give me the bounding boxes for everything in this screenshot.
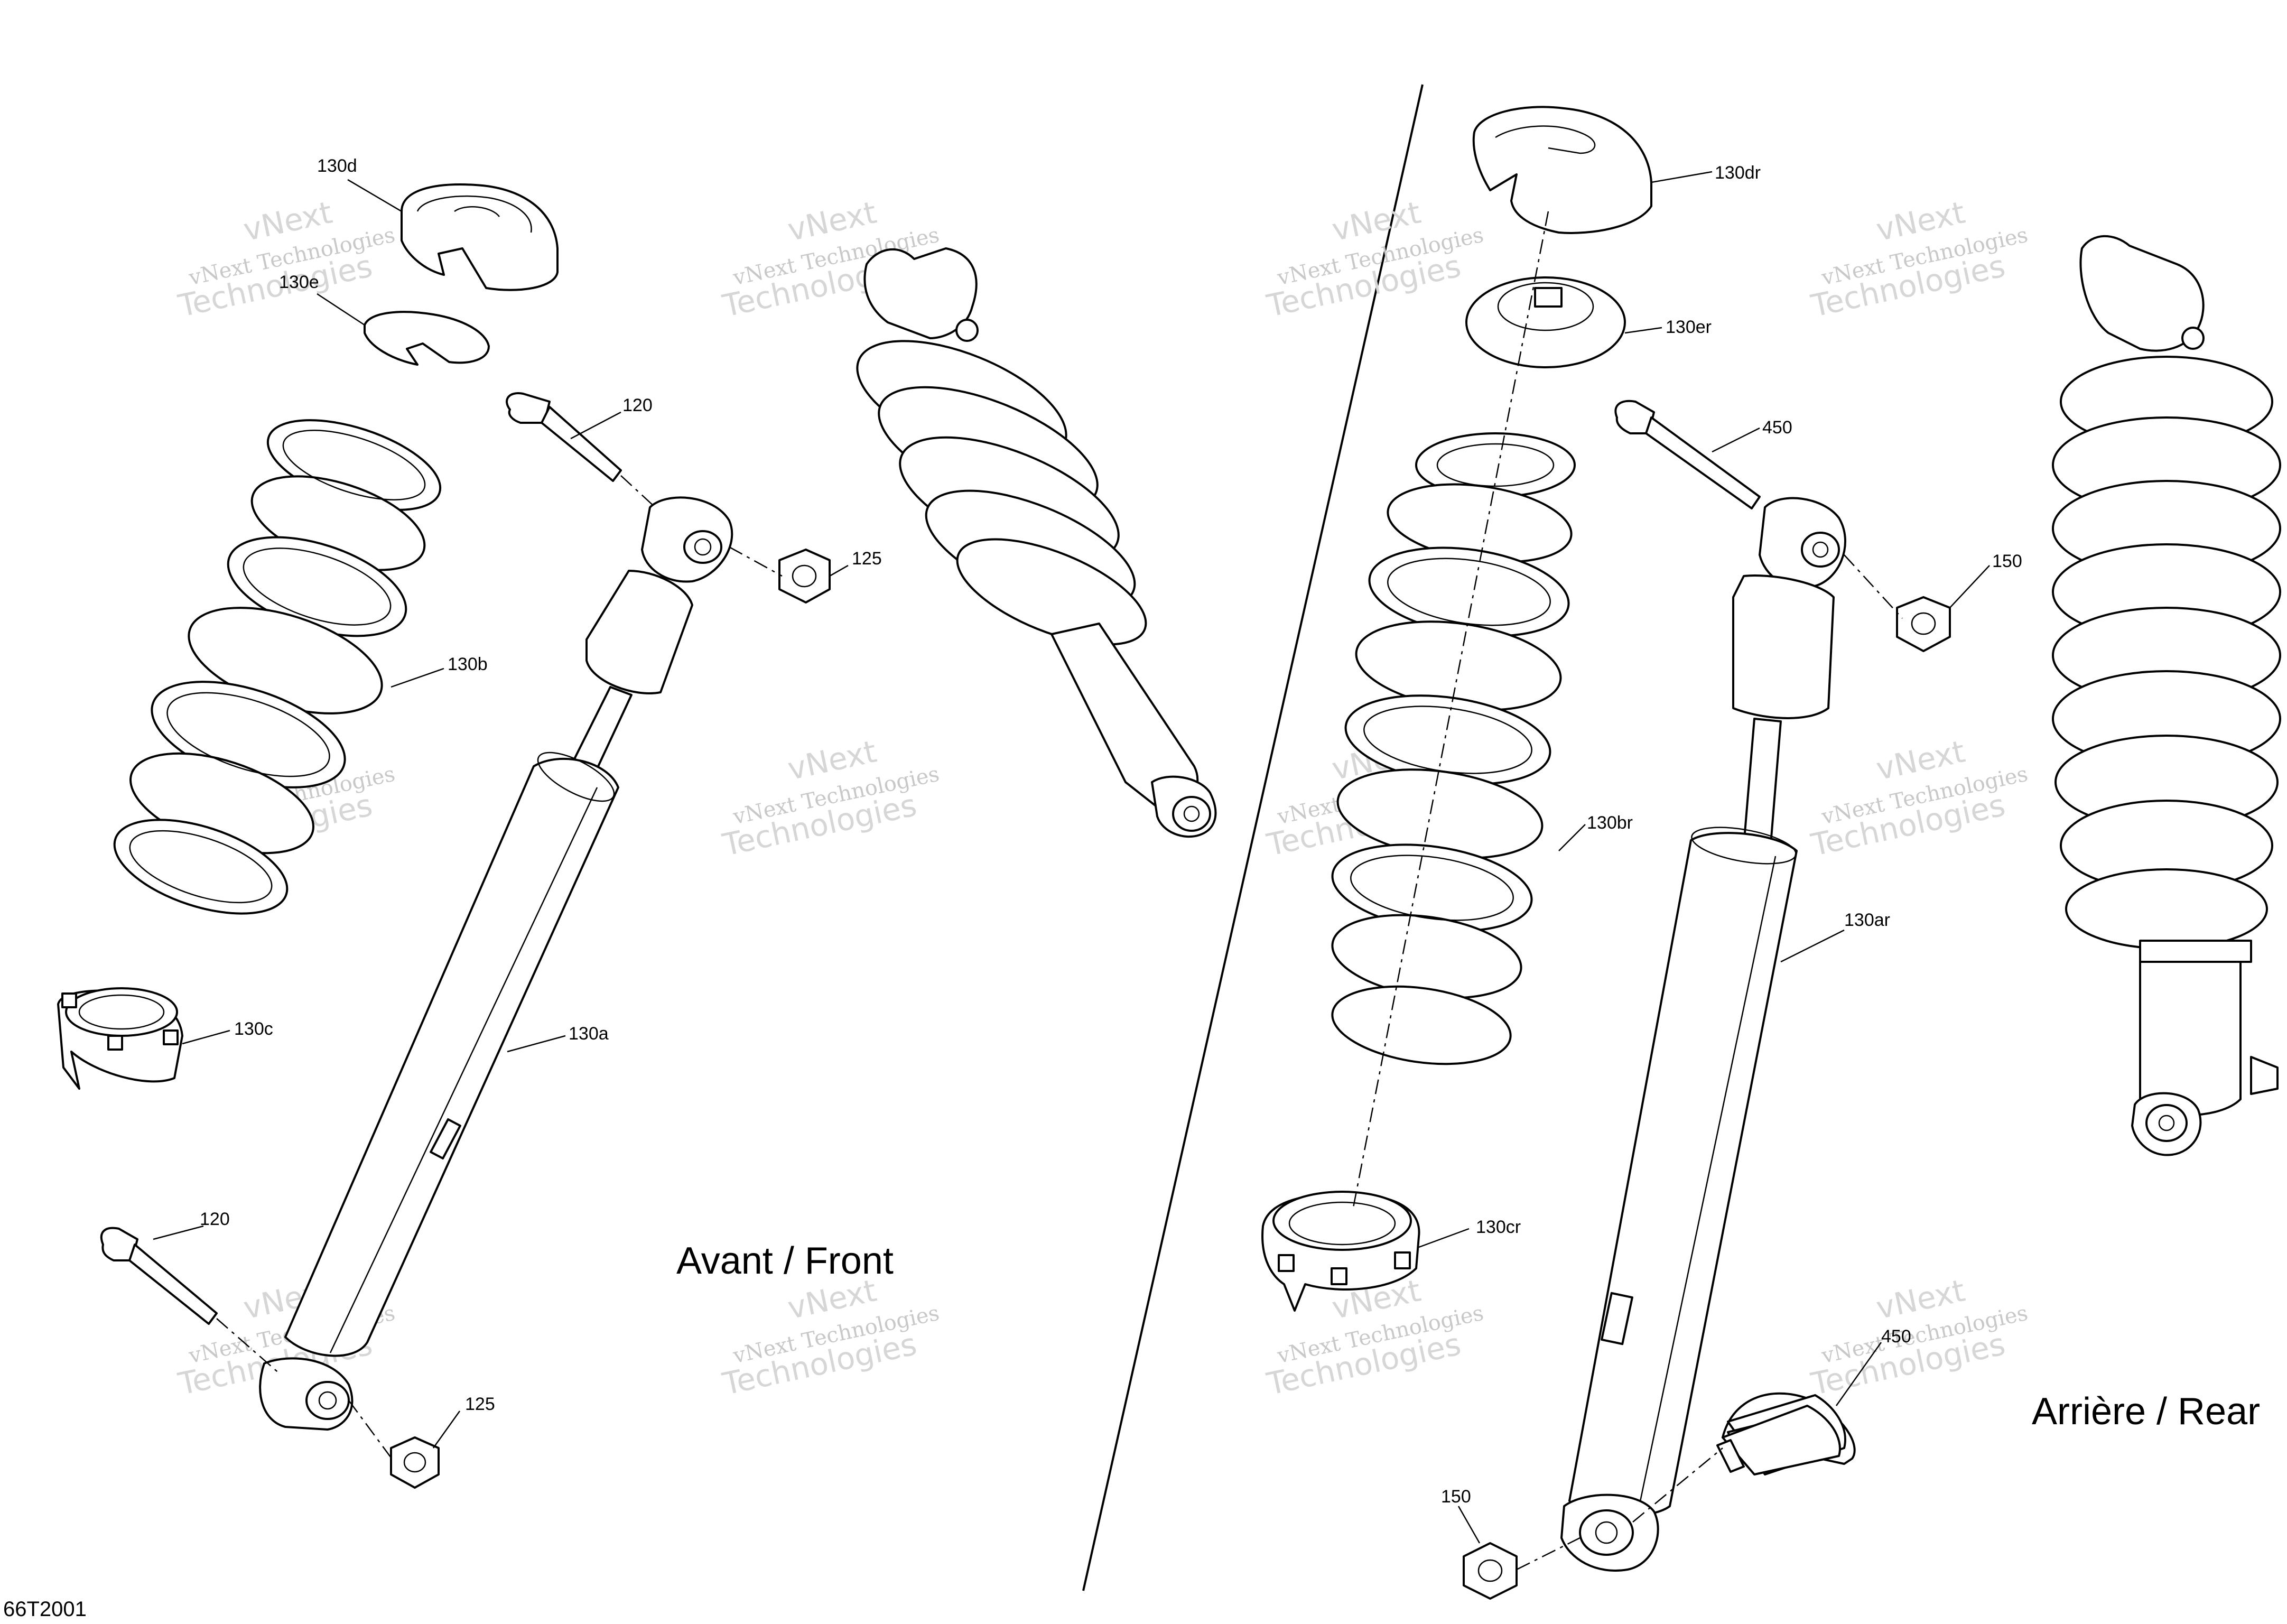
rear-section-title: Arrière / Rear (2032, 1390, 2260, 1433)
part-label-130c: 130c (234, 1019, 273, 1039)
part-label-125-bottom: 125 (465, 1394, 495, 1414)
leader-line (153, 1225, 204, 1240)
part-label-450-bottom: 450 (1881, 1326, 1911, 1347)
assembly-axis (1844, 554, 1903, 619)
assembly-axis (348, 1400, 395, 1462)
part-label-130e: 130e (279, 272, 319, 292)
part-label-150-bottom: 150 (1441, 1487, 1471, 1507)
rear-shock-absorber (1560, 497, 1846, 1572)
part-label-450-top: 450 (1762, 417, 1792, 438)
part-label-130a: 130a (569, 1024, 609, 1044)
leader-line (1457, 1506, 1481, 1544)
leader-line (507, 1035, 566, 1053)
front-coil-spring (113, 419, 442, 915)
leader-line (1949, 565, 1990, 608)
assembly-axis (216, 1318, 281, 1375)
front-bottom-bolt (100, 1227, 218, 1325)
part-label-150-top: 150 (1992, 551, 2022, 571)
leader-line (570, 411, 621, 440)
part-label-130d: 130d (317, 156, 357, 176)
front-shock-assembly (856, 247, 1217, 838)
rear-spring-retainer-insert (1465, 276, 1626, 368)
rear-top-nut (1896, 596, 1951, 652)
leader-line (391, 667, 444, 688)
front-top-bolt (506, 392, 622, 482)
leader-line (1835, 1342, 1882, 1406)
front-shock-absorber (259, 496, 733, 1431)
rear-bottom-nut (1463, 1542, 1518, 1600)
rear-spring-seat (1261, 1191, 1420, 1312)
assembly-axis (1632, 1447, 1723, 1523)
part-label-125-top: 125 (852, 549, 882, 569)
part-label-130er: 130er (1666, 317, 1712, 337)
part-label-130dr: 130dr (1715, 163, 1761, 183)
leader-line (1418, 1228, 1470, 1248)
leader-line (1558, 824, 1586, 851)
diagram-code: 66T2001 (3, 1598, 87, 1621)
assembly-axis (620, 475, 656, 508)
leader-line (1712, 427, 1760, 453)
rear-top-bolt (1614, 400, 1761, 509)
rear-bottom-bolt (1716, 1392, 1856, 1475)
rear-section: 130dr 130er 450 150 130br 130ar 130cr 45… (1261, 106, 2281, 1600)
leader-line (1780, 929, 1845, 963)
leader-line (347, 179, 402, 212)
rear-coil-spring (1331, 432, 1576, 1065)
assembly-axis (1352, 211, 1549, 1211)
section-divider (1082, 84, 1424, 1591)
leader-line (317, 293, 365, 326)
front-spring-retainer (401, 183, 559, 291)
leader-line (182, 1029, 230, 1045)
leader-line (1651, 171, 1713, 183)
leader-line (829, 564, 849, 577)
front-section-title: Avant / Front (676, 1240, 894, 1282)
part-label-130br: 130br (1587, 813, 1633, 833)
front-bottom-nut (390, 1436, 440, 1489)
rear-spring-retainer (1472, 106, 1652, 234)
part-label-130cr: 130cr (1476, 1217, 1521, 1237)
front-section: 130d 130e 120 125 130b 130c 130a 120 125… (57, 156, 1217, 1489)
part-label-120-bottom: 120 (200, 1209, 230, 1229)
rear-shock-assembly (2052, 235, 2281, 1156)
part-label-130ar: 130ar (1844, 910, 1890, 930)
front-top-nut (778, 549, 831, 604)
leader-line (432, 1410, 461, 1449)
part-label-130b: 130b (448, 654, 488, 674)
assembly-axis (1516, 1537, 1581, 1571)
front-spring-seat (57, 987, 183, 1090)
assembly-axis (729, 546, 783, 577)
leader-line (1624, 327, 1662, 334)
part-label-120-top: 120 (622, 395, 653, 415)
front-spring-retainer-insert (364, 311, 490, 366)
